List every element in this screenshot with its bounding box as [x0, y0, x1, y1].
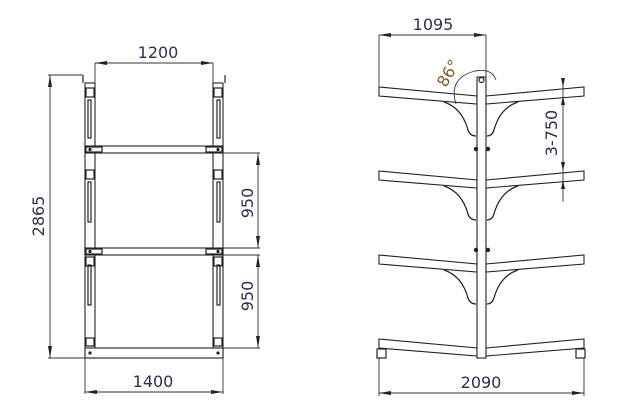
- side-view-unit: [376, 76, 586, 359]
- front-view-frame: [82, 75, 226, 359]
- dimension-lines-side: [378, 33, 585, 396]
- dim-arm-angle: 86°: [433, 56, 464, 90]
- dim-lower-bay-height: 950: [238, 281, 257, 312]
- dim-arm-length: 1095: [413, 15, 454, 34]
- dim-base-width: 1400: [133, 372, 174, 391]
- dim-top-width: 1200: [138, 43, 179, 62]
- dim-total-height: 2865: [29, 196, 48, 237]
- dimension-lines-front: [48, 61, 260, 394]
- dim-upper-bay-height: 950: [238, 188, 257, 219]
- dim-side-base-width: 2090: [461, 373, 502, 392]
- dim-shelf-spacing: 3-750: [542, 110, 561, 157]
